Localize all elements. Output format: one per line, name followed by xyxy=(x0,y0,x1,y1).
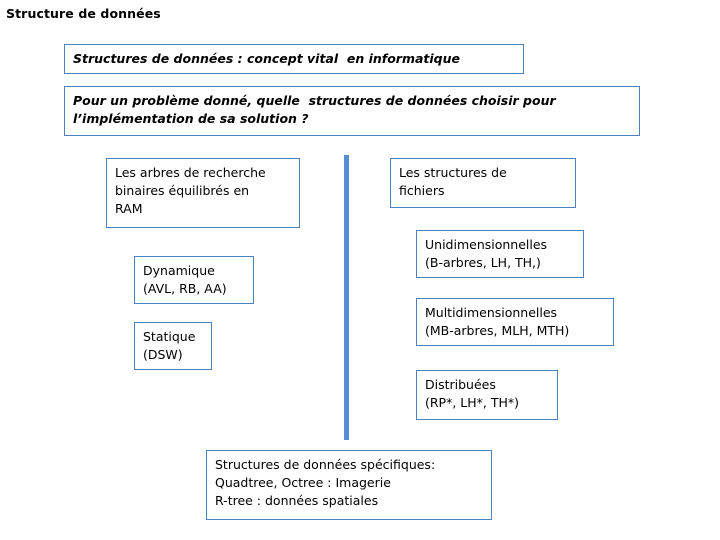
distributed-line-2: (RP*, LH*, TH*) xyxy=(425,395,520,411)
page-title: Structure de données xyxy=(6,6,161,21)
vertical-divider xyxy=(344,155,349,440)
balanced-binary-trees-line-3: RAM xyxy=(115,201,143,217)
balanced-binary-trees-line-2: binaires équilibrés en xyxy=(115,183,250,199)
dynamique-line-1: Dynamique xyxy=(143,263,215,278)
specific-structures-line-2: Quadtree, Octree : Imagerie xyxy=(215,475,391,491)
statique-box: Statique (DSW) xyxy=(134,322,212,370)
specific-structures-line-3: R-tree : données spatiales xyxy=(215,493,379,509)
question-line-1: Pour un problème donné, quelle structure… xyxy=(73,93,556,108)
concept-banner-line-1: Structures de données : concept vital en… xyxy=(73,51,461,66)
distributed-box: Distribuées (RP*, LH*, TH*) xyxy=(416,370,558,420)
multidimensional-line-1: Multidimensionnelles xyxy=(425,305,558,320)
balanced-binary-trees-line-1: Les arbres de recherche xyxy=(115,165,266,180)
question-line-2: l’implémentation de sa solution ? xyxy=(73,111,309,127)
balanced-binary-trees-box: Les arbres de recherche binaires équilib… xyxy=(106,158,300,228)
unidimensional-line-2: (B-arbres, LH, TH,) xyxy=(425,255,541,271)
unidimensional-line-1: Unidimensionnelles xyxy=(425,237,548,252)
concept-banner-box: Structures de données : concept vital en… xyxy=(64,44,524,74)
unidimensional-box: Unidimensionnelles (B-arbres, LH, TH,) xyxy=(416,230,584,278)
statique-line-1: Statique xyxy=(143,329,196,344)
distributed-line-1: Distribuées xyxy=(425,377,496,392)
file-structures-line-1: Les structures de xyxy=(399,165,507,180)
specific-structures-box: Structures de données spécifiques: Quadt… xyxy=(206,450,492,520)
dynamique-box: Dynamique (AVL, RB, AA) xyxy=(134,256,254,304)
statique-line-2: (DSW) xyxy=(143,347,183,363)
multidimensional-box: Multidimensionnelles (MB-arbres, MLH, MT… xyxy=(416,298,614,346)
specific-structures-line-1: Structures de données spécifiques: xyxy=(215,457,436,472)
file-structures-box: Les structures de fichiers xyxy=(390,158,576,208)
file-structures-line-2: fichiers xyxy=(399,183,445,199)
dynamique-line-2: (AVL, RB, AA) xyxy=(143,281,227,297)
question-box: Pour un problème donné, quelle structure… xyxy=(64,86,640,136)
multidimensional-line-2: (MB-arbres, MLH, MTH) xyxy=(425,323,570,339)
